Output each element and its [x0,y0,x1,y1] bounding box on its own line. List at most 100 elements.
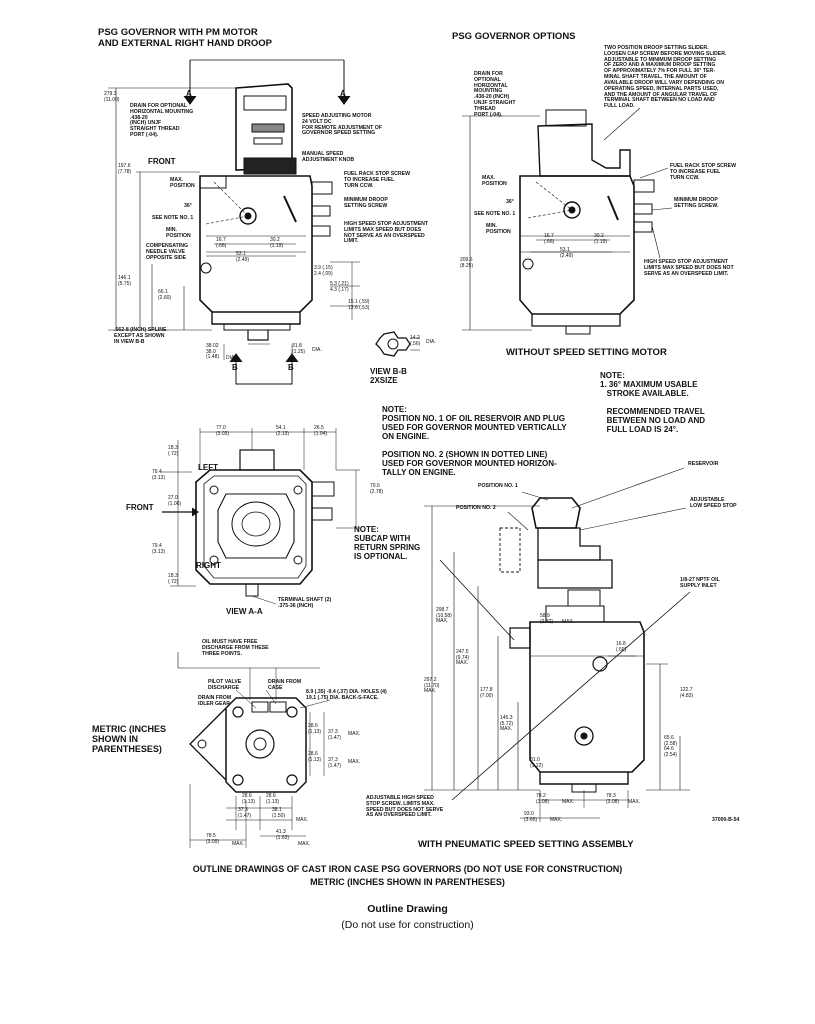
dim-max-d: MAX. [550,817,563,823]
dim-54-1: 54.1 (2.13) [276,425,290,437]
label-speed-motor: SPEED ADJUSTING MOTOR 24 VOLT DC FOR REM… [302,113,382,137]
dim-max-c: MAX. [628,799,641,805]
manual-knob [243,157,297,175]
needle-valve [200,262,212,274]
high-speed-screw [311,225,331,237]
label-36deg-r: 36° [506,199,514,205]
motor-coil [251,123,285,133]
dim-79-4-a: 79.4 (3.13) [152,469,166,481]
label-min-position: MIN. POSITION [166,227,191,239]
dim-18-3-b: 18.3 (.72) [168,573,179,585]
label-manual-speed: MANUAL SPEED ADJUSTMENT KNOB [302,151,355,163]
pneumatic-assembly-drawing [424,467,691,822]
dim-28-6-b: 28.6 (1.13) [308,751,322,763]
dim-3-9: 3.9 (.15) 2.4 (.09) [314,265,333,277]
note-subcap: NOTE: SUBCAP WITH RETURN SPRING IS OPTIO… [354,525,421,561]
dim-78-5: 78.5 (3.09) [206,833,220,845]
dim-max-2: MAX. [348,759,361,765]
label-min-position-r: MIN. POSITION [486,223,511,235]
drive-shaft [247,330,269,341]
bottom-view-drawing [177,652,331,848]
fuel-rack-screw [311,181,333,195]
dim-max-a: MAX. [562,619,575,625]
dim-145-3: 145.3 (5.72) MAX. [500,715,514,733]
dim-37-3-b: 37.3 (1.47) [328,757,342,769]
governor-pm-motor-drawing [108,59,360,385]
label-holes: 8.9 (.35) -9.4 (.37) DIA. HOLES (4) 19.1… [306,689,387,701]
label-reservoir: RESERVOIR [688,461,719,467]
label-spline: .562-8 (INCH) SPLINE EXCEPT AS SHOWN IN … [114,327,167,345]
dim-66: 66.1 (2.60) [158,289,172,301]
note-1: NOTE: 1. 36° MAXIMUM USABLE STROKE AVAIL… [600,371,706,434]
label-two-position: TWO POSITION DROOP SETTING SLIDER. LOOSE… [604,45,727,110]
dim-14-2: 14.2 (.56) [410,335,421,347]
dim-30-2: 30.2 (1.19) [270,237,284,249]
dim-38-02: 38.02 38.0 (1.48) [206,343,220,361]
dim-27: 27.0 (1.06) [168,495,182,507]
dim-70-6: 70.6 (2.78) [370,483,384,495]
label-drain-optional: DRAIN FOR OPTIONAL HORIZONTAL MOUNTING .… [130,103,194,139]
dim-247-5: 247.5 (9.74) MAX. [456,649,470,667]
view-bb-spline [375,331,420,357]
label-left: LEFT [198,463,218,472]
note-center: NOTE: POSITION NO. 1 OF OIL RESERVOIR AN… [382,405,567,477]
label-high-speed-r: HIGH SPEED STOP ADJUSTMENT LIMITS MAX SP… [644,259,734,277]
label-fuel-rack: FUEL RACK STOP SCREW TO INCREASE FUEL TU… [344,171,411,189]
label-drain-idler: DRAIN FROM IDLER GEAR [198,695,232,707]
dim-79-4-b: 79.4 (3.13) [152,543,166,555]
view-aa-drawing [160,428,360,605]
dim-197: 197.6 (7.78) [118,163,132,175]
dim-37-3-a: 37.3 (1.47) [328,729,342,741]
dim-298-7: 298.7 (10.58) MAX. [436,607,452,625]
label-high-speed: HIGH SPEED STOP ADJUSTMENT LIMITS MAX SP… [344,221,429,245]
dim-78-3: 78.3 (3.08) [606,793,620,805]
label-max-position-r: MAX. POSITION [482,175,507,187]
dim-16-7-r: 16.7 (.66) [544,233,555,245]
dim-78-2: 78.2 (3.08) [536,793,550,805]
label-front: FRONT [148,157,176,166]
motor-base [253,137,283,145]
title-view-aa: VIEW A-A [226,607,263,616]
label-adj-high: ADJUSTABLE HIGH SPEED STOP SCREW. LIMITS… [366,795,444,819]
dim-37-3-c: 37.3 (1.47) [238,807,252,819]
label-drain-case: DRAIN FROM CASE [268,679,302,691]
dim-28-6-a: 28.6 (1.13) [308,723,322,735]
label-pos2: POSITION NO. 2 [456,505,496,511]
dim-max-b: MAX. [562,799,575,805]
motor-housing [235,83,293,171]
label-min-droop: MINIMUM DROOP SETTING SCREW [344,197,388,209]
dim-93: 93.0 (3.66) [524,811,538,823]
dim-279: 279.3 (11.00) [104,91,120,103]
label-pos1: POSITION NO. 1 [478,483,518,489]
dim-max-4: MAX. [298,841,311,847]
label-min-droop-r: MINIMUM DROOP SETTING SCREW. [674,197,719,209]
label-compensating: COMPENSATING NEEDLE VALVE OPPOSITE SIDE [146,243,188,261]
dim-18-3-a: 18.3 (.72) [168,445,179,457]
options-body [519,175,635,315]
label-front-aa: FRONT [126,503,154,512]
label-max-position: MAX. POSITION [170,177,195,189]
title-pm-motor: PSG GOVERNOR WITH PM MOTOR AND EXTERNAL … [98,27,272,49]
dim-16-7: 16.7 (.66) [216,237,227,249]
dim-dia-3: DIA. [426,339,436,345]
dim-max-5: MAX. [232,841,245,847]
output-shaft [239,207,257,225]
dim-41-3: 41.3 (1.63) [276,829,290,841]
dim-31: 31.0 (1.22) [530,757,544,769]
dim-65-6: 65.6 (2.58) 64.6 (2.54) [664,735,678,758]
dim-max-1: MAX. [348,731,361,737]
dim-15-1: 15.1 (.59) 13.6 (.53) [348,299,370,311]
title-view-bb: VIEW B-B 2XSIZE [370,367,407,385]
dim-28-6-d: 28.6 (1.13) [266,793,280,805]
dim-177-8: 177.8 (7.00) [480,687,494,699]
dim-30-2-r: 30.2 (1.19) [594,233,608,245]
dim-77: 77.0 (3.03) [216,425,230,437]
label-pilot-valve: PILOT VALVE DISCHARGE [208,679,242,691]
label-oil-must: OIL MUST HAVE FREE DISCHARGE FROM THESE … [202,639,269,657]
dim-53-1-r: 53.1 (2.49) [560,247,574,259]
min-droop-screw [311,205,331,217]
label-terminal-shaft: TERMINAL SHAFT (2) .375-36 (INCH) [278,597,332,609]
label-36deg: 36° [184,203,192,209]
